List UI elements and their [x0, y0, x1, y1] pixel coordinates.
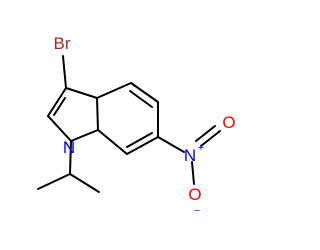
- nitro-oxygen-single-label: O: [188, 185, 201, 204]
- structure-drawing: Br N N + O O −: [37, 34, 236, 217]
- bromine-label: Br: [54, 34, 71, 53]
- bond-c7-c7a: [97, 129, 128, 155]
- bond-nitro-n-o-single: [191, 161, 195, 185]
- nitro-nitrogen-label: N: [184, 146, 196, 165]
- ring-nitrogen-label: N: [63, 138, 75, 157]
- bond-n1-ch: [69, 140, 72, 175]
- nitro-oxygen-charge: −: [194, 205, 200, 217]
- bond-c3-br: [62, 55, 67, 89]
- nitro-oxygen-double-label: O: [222, 113, 235, 132]
- bond-c3-c2-outer: [47, 87, 67, 117]
- bond-c3a-c4: [96, 82, 132, 99]
- bond-ch-methyl-right: [69, 173, 100, 193]
- bond-c4-c5-inner: [129, 90, 153, 108]
- bond-nitro-n-o-double-b: [195, 125, 216, 142]
- bond-c6-nitro-n: [157, 136, 185, 153]
- bond-nitro-n-o-double-a: [200, 130, 221, 147]
- bond-c6-c7-outer: [126, 136, 159, 155]
- bond-ch-methyl-left: [37, 173, 71, 190]
- nitro-nitrogen-charge: +: [198, 142, 204, 154]
- bond-c6-c7-inner: [126, 132, 153, 148]
- bond-c3-c2-inner: [53, 97, 66, 116]
- bond-c3a-c7a: [96, 97, 99, 131]
- molecule-canvas: Br N N + O O −: [37, 34, 236, 217]
- bond-c2-n1: [47, 115, 72, 142]
- bond-c4-c5-outer: [130, 82, 159, 103]
- bond-n1-c7a: [70, 129, 99, 142]
- bond-c3-c3a: [65, 87, 98, 99]
